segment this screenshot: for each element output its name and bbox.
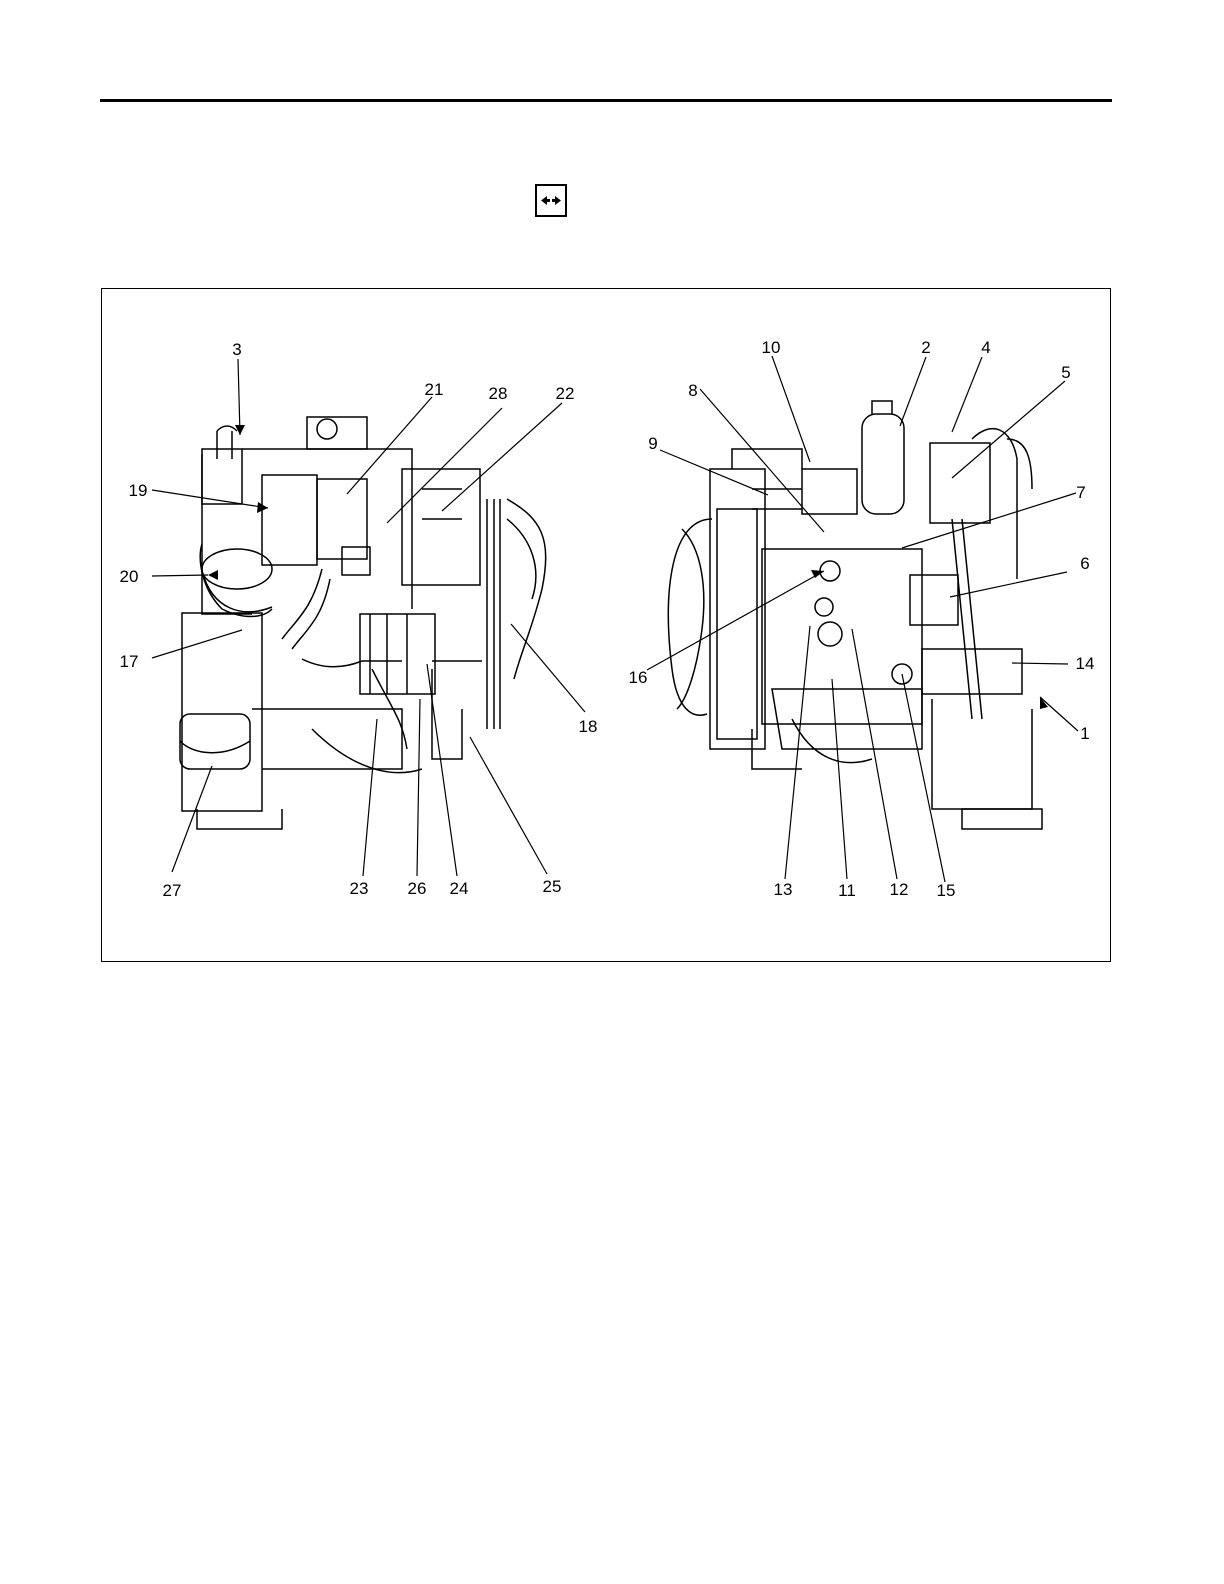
engine-illustration: 3 21 28 22 19 20 17 18 27 23 26 24 25 10…	[102, 289, 1112, 963]
callout-24: 24	[450, 879, 469, 898]
callout-4: 4	[981, 338, 990, 357]
callout-9: 9	[648, 434, 657, 453]
callout-19: 19	[129, 481, 148, 500]
callout-3: 3	[232, 340, 241, 359]
callout-20: 20	[120, 567, 139, 586]
callout-5: 5	[1061, 363, 1070, 382]
callout-25: 25	[543, 877, 562, 896]
callout-27: 27	[163, 881, 182, 900]
callout-23: 23	[350, 879, 369, 898]
callout-22: 22	[556, 384, 575, 403]
callout-7: 7	[1076, 483, 1085, 502]
engine-illustration-frame: 3 21 28 22 19 20 17 18 27 23 26 24 25 10…	[101, 288, 1111, 962]
callout-17: 17	[120, 652, 139, 671]
callout-2: 2	[921, 338, 930, 357]
callout-16: 16	[629, 668, 648, 687]
callout-8: 8	[688, 381, 697, 400]
callout-15: 15	[937, 881, 956, 900]
callout-1: 1	[1080, 724, 1089, 743]
double-arrow-icon[interactable]	[535, 184, 567, 217]
callout-13: 13	[774, 880, 793, 899]
engine-right-view	[668, 401, 1042, 829]
callout-28: 28	[489, 384, 508, 403]
callout-6: 6	[1080, 554, 1089, 573]
callout-12: 12	[890, 880, 909, 899]
callout-21: 21	[425, 380, 444, 399]
callout-18: 18	[579, 717, 598, 736]
callout-26: 26	[408, 879, 427, 898]
engine-left-view	[180, 417, 546, 829]
callout-11: 11	[838, 881, 856, 900]
callout-10: 10	[762, 338, 781, 357]
callout-14: 14	[1076, 654, 1095, 673]
header-rule	[100, 99, 1112, 102]
